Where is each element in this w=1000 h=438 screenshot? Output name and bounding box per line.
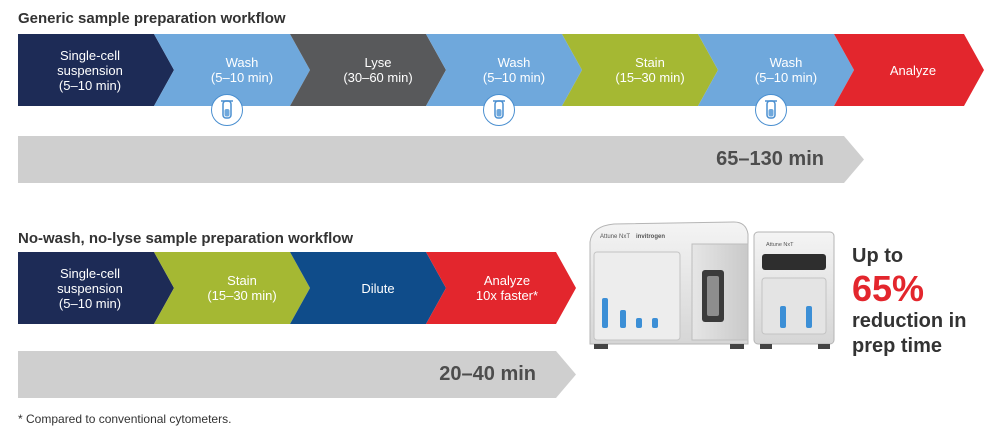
prep-time-reduction-callout: Up to 65% reduction in prep time (852, 244, 966, 359)
callout-percent: 65% (852, 268, 925, 309)
step-label: Wash (5–10 min) (210, 55, 274, 85)
step-analyze: Analyze (834, 34, 984, 106)
test-tube-icon (755, 94, 787, 126)
callout-line-3: prep time (852, 335, 943, 357)
step-label: Dilute (361, 280, 395, 296)
device-label-right: Attune NxT (766, 242, 794, 248)
step-label: Wash (5–10 min) (754, 55, 818, 85)
test-tube-icon (483, 94, 515, 126)
step-analyze: Analyze 10x faster* (426, 252, 576, 324)
callout-line-1: Up to (852, 245, 904, 267)
device-label-left: Attune NxT (600, 234, 630, 240)
generic-workflow-steps: Single-cell suspension (5–10 min) Wash (… (18, 34, 984, 106)
step-stain: Stain (15–30 min) (562, 34, 718, 106)
generic-workflow-title: Generic sample preparation workflow (18, 10, 286, 27)
step-label: Single-cell suspension (5–10 min) (57, 265, 123, 311)
nowash-total-time-bar: 20–40 min (18, 351, 576, 398)
step-single-cell-suspension: Single-cell suspension (5–10 min) (18, 34, 174, 106)
step-label: Lyse (30–60 min) (343, 55, 413, 85)
test-tube-icon (211, 94, 243, 126)
device-brand: invitrogen (636, 234, 665, 240)
generic-total-time-bar: 65–130 min (18, 136, 864, 183)
step-dilute: Dilute (290, 252, 446, 324)
step-lyse: Lyse (30–60 min) (290, 34, 446, 106)
step-label: Single-cell suspension (5–10 min) (57, 47, 123, 93)
generic-total-time: 65–130 min (716, 148, 824, 170)
nowash-workflow-steps: Single-cell suspension (5–10 min) Stain … (18, 252, 576, 324)
step-wash-1: Wash (5–10 min) (154, 34, 310, 106)
attune-nxt-cytometer-image: Attune NxT invitrogen Attune NxT (584, 214, 840, 362)
step-label: Wash (5–10 min) (482, 55, 546, 85)
nowash-total-time: 20–40 min (439, 363, 536, 385)
step-single-cell-suspension: Single-cell suspension (5–10 min) (18, 252, 174, 324)
step-label: Analyze (889, 62, 937, 78)
step-label: Analyze 10x faster* (475, 273, 539, 303)
footnote: * Compared to conventional cytometers. (18, 412, 232, 426)
nowash-workflow-title: No-wash, no-lyse sample preparation work… (18, 230, 354, 247)
step-stain: Stain (15–30 min) (154, 252, 310, 324)
callout-line-2: reduction in (852, 310, 967, 332)
step-label: Stain (15–30 min) (615, 55, 685, 85)
step-label: Stain (15–30 min) (207, 273, 277, 303)
